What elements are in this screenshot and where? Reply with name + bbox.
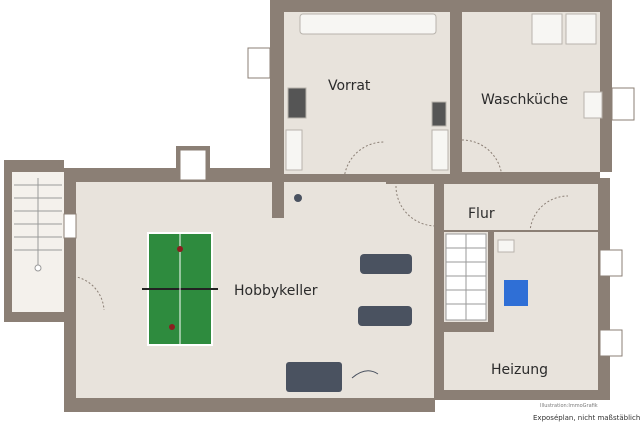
room-label-waschkueche: Waschküche — [481, 92, 568, 108]
doors — [69, 139, 569, 311]
jump-rope-icon — [351, 370, 379, 379]
rowing-machine-icon — [360, 254, 412, 274]
appliances-wasch — [531, 13, 603, 119]
window-heizung-2 — [599, 329, 623, 357]
window-vorrat — [247, 47, 271, 79]
shelves-vorrat — [285, 13, 449, 171]
wall-flur-left — [434, 184, 444, 398]
boiler-icon — [504, 280, 528, 306]
crate-icon — [287, 87, 307, 119]
window-hobby — [179, 149, 207, 181]
stairs-left — [14, 178, 62, 272]
room-label-flur: Flur — [468, 206, 495, 222]
shelf-right — [431, 129, 449, 171]
room-label-hobbykeller: Hobbykeller — [234, 283, 318, 299]
door-heizung — [529, 195, 569, 233]
floor-vorrat — [284, 12, 450, 174]
window-waschkueche — [611, 87, 635, 121]
wall-stub-1 — [272, 170, 284, 218]
weights-rack-icon — [286, 362, 342, 392]
window-heizung-1 — [599, 249, 623, 277]
bottles-icon — [431, 101, 447, 127]
wall-stair-right — [488, 232, 494, 332]
dryer-icon — [565, 13, 597, 45]
illustration-credit: Illustration:ImmoGrafik — [540, 403, 598, 409]
table-tennis — [142, 232, 218, 346]
windows — [63, 47, 635, 357]
sink-icon — [583, 91, 603, 119]
wall-vorrat-wasch — [450, 12, 462, 172]
plan-caption: Exposéplan, nicht maßstäblich — [533, 414, 640, 422]
heating-unit-icon — [497, 239, 515, 253]
shelf-top — [299, 13, 437, 35]
room-label-heizung: Heizung — [491, 362, 548, 378]
wall-stair-bottom — [444, 322, 494, 332]
dumbbell-icon — [294, 194, 302, 202]
door-left — [69, 275, 105, 311]
wall-flur-top — [386, 174, 440, 184]
room-label-vorrat: Vorrat — [328, 78, 371, 94]
window-left — [63, 213, 77, 239]
shelf-left — [285, 129, 303, 171]
stairs-flur — [445, 233, 487, 321]
interior-walls — [64, 12, 494, 398]
floors — [12, 12, 600, 398]
floor-hobbykeller — [76, 182, 434, 398]
washer-icon — [531, 13, 563, 45]
exercise-bike-icon — [358, 306, 412, 326]
fitness — [286, 194, 412, 392]
